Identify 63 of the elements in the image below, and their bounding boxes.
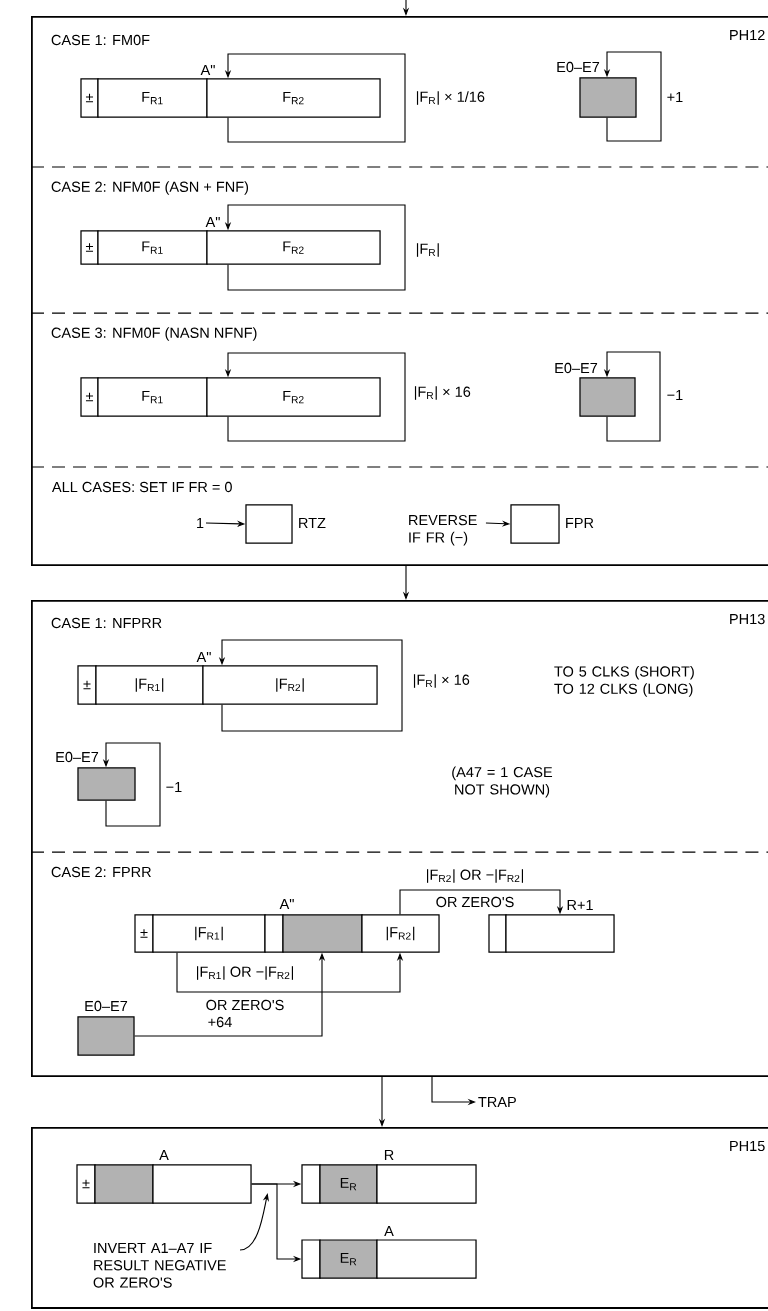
case-heading: ALL CASES: SET IF FR = 0 — [51, 481, 232, 493]
register-label: A — [159, 1150, 169, 1160]
edge-label: −1 — [664, 387, 686, 403]
register-label: A" — [200, 65, 215, 75]
shaded-cell — [94, 1164, 154, 1204]
shaded-cell — [282, 914, 363, 953]
shaded-cell: E$_{R}$ — [319, 1239, 378, 1279]
register-cell: ± — [77, 665, 97, 705]
register-cell: |F$_{R2}$| — [361, 914, 440, 953]
flag-box — [245, 504, 293, 544]
edge-label: |F$_{R}$| × 16 — [410, 672, 472, 690]
register-cell: |F$_{R2}$| — [202, 665, 378, 705]
side-label: RTZ — [299, 518, 326, 528]
line-label: OR ZERO'S — [436, 896, 514, 908]
side-label: E0–E7 — [555, 362, 598, 374]
shaded-cell — [77, 1016, 135, 1056]
edge-label: −1 — [163, 779, 185, 795]
register-cell — [301, 1239, 321, 1279]
edge-label: |F$_{R2}$| OR −|F$_{R2}$| — [423, 867, 527, 885]
edge-label: |F$_{R}$| × 16 — [411, 384, 473, 402]
register-cell — [152, 1164, 252, 1204]
edge-label: |F$_{R}$| — [413, 241, 443, 259]
register-cell: F$_{R2}$ — [206, 377, 381, 417]
case-heading: CASE 2: FPRR — [51, 866, 151, 878]
register-cell: ± — [76, 1164, 96, 1204]
shaded-cell — [579, 377, 636, 417]
line-label: OR ZERO'S — [206, 999, 284, 1011]
side-label: E0–E7 — [56, 751, 99, 763]
note-text: INVERT A1–A7 IF RESULT NEGATIVE OR ZERO'S — [93, 1242, 226, 1288]
register-cell — [301, 1164, 321, 1204]
register-label: R+1 — [567, 900, 593, 910]
register-cell — [264, 914, 284, 953]
case-heading: CASE 1: NFPRR — [51, 617, 162, 629]
register-cell: F$_{R2}$ — [206, 230, 381, 265]
register-cell — [376, 1239, 477, 1279]
register-label: A" — [196, 652, 211, 662]
register-cell — [376, 1164, 477, 1204]
side-label: E0–E7 — [85, 1000, 128, 1012]
register-label: A — [384, 1226, 394, 1236]
edge-label: |F$_{R1}$| OR −|F$_{R2}$| — [193, 964, 297, 982]
register-label: A" — [279, 899, 294, 909]
condition-text: REVERSE IF FR (−) — [409, 514, 477, 546]
register-label: A" — [205, 217, 220, 227]
register-cell: F$_{R2}$ — [206, 78, 381, 118]
note-text: TO 5 CLKS (SHORT) TO 12 CLKS (LONG) — [554, 665, 694, 697]
register-label: R — [384, 1150, 394, 1160]
trap-label: TRAP — [478, 1097, 516, 1107]
case-heading: CASE 3: NFM0F (NASN NFNF) — [51, 327, 257, 341]
note-text: (A47 = 1 CASE NOT SHOWN) — [452, 766, 553, 798]
edge-label: |F$_{R}$| × 1/16 — [413, 89, 488, 107]
side-label: E0–E7 — [557, 61, 600, 73]
edge-label: +1 — [664, 89, 686, 105]
side-label: FPR — [566, 518, 594, 528]
shaded-cell — [579, 77, 637, 118]
case-heading: CASE 1: FM0F — [51, 34, 150, 46]
shaded-cell: E$_{R}$ — [319, 1164, 378, 1204]
edge-label: +64 — [205, 1014, 235, 1030]
register-cell: ± — [134, 914, 154, 953]
case-heading: CASE 2: NFM0F (ASN + FNF) — [51, 181, 249, 195]
arrow — [399, 889, 564, 915]
flag-box — [510, 504, 560, 544]
shaded-cell — [77, 767, 136, 801]
input-label: 1 — [197, 518, 204, 528]
